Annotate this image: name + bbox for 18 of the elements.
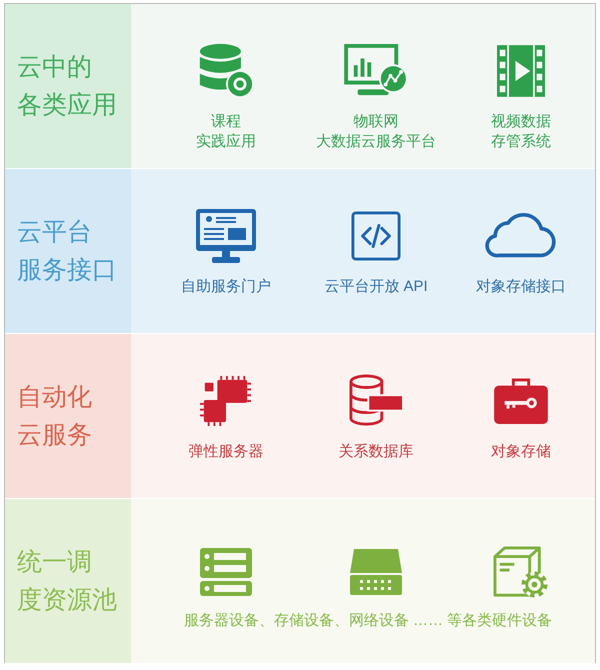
item-label: 云平台开放 API: [324, 277, 428, 297]
item-label: 课程实践应用: [196, 112, 256, 152]
layer-band: [5, 334, 595, 498]
item-label: 对象存储接口: [476, 277, 566, 297]
item-label: 自助服务门户: [181, 277, 271, 297]
layer-band: [5, 4, 595, 168]
item-label: 对象存储: [491, 442, 551, 462]
layer-title: 统一调度资源池: [17, 547, 117, 616]
layer-band: [5, 169, 595, 333]
layer-title: 云平台服务接口: [17, 217, 117, 286]
item-label: 弹性服务器: [188, 442, 264, 462]
item-label: 视频数据存管系统: [491, 112, 551, 152]
layer-band: [5, 499, 595, 663]
item-label: 关系数据库: [338, 442, 414, 462]
layer-title: 自动化云服务: [17, 382, 92, 451]
layer-title: 云中的各类应用: [17, 52, 117, 121]
item-label: 服务器设备、存储设备、网络设备 …… 等各类硬件设备: [182, 611, 554, 631]
item-label: 物联网大数据云服务平台: [316, 112, 436, 152]
